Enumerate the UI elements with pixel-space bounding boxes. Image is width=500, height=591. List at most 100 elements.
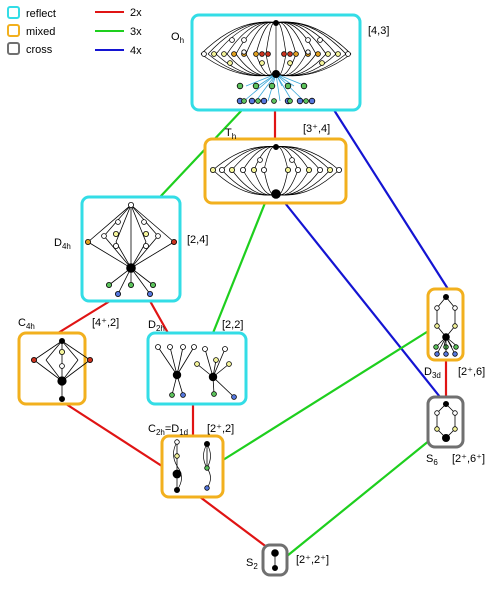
graph-node — [253, 51, 259, 57]
group-notation-S2: [2⁺,2⁺] — [296, 554, 329, 566]
edge-S6-S2 — [286, 439, 431, 557]
graph-node — [106, 281, 113, 288]
graph-node — [231, 394, 237, 400]
group-name-C2h: C2h=D1d — [148, 423, 188, 437]
graph-node — [434, 351, 440, 357]
graph-edge — [243, 73, 277, 102]
graph-node — [326, 166, 333, 173]
graph-node — [287, 60, 293, 66]
graph-node — [211, 51, 217, 57]
group-box-D2h — [146, 331, 248, 406]
graph-node — [325, 51, 331, 57]
group-notation-D3d: [2⁺,6] — [458, 366, 485, 378]
graph-node — [194, 361, 200, 367]
graph-arc — [275, 169, 340, 196]
graph-edge — [33, 359, 63, 382]
graph-edge — [176, 346, 195, 376]
graph-edge — [436, 336, 447, 355]
graph-node — [170, 238, 177, 245]
group-notation-D2h: [2,2] — [222, 319, 243, 331]
graph-node — [231, 51, 237, 57]
graph-node-top — [203, 440, 210, 447]
graph-node-center — [126, 263, 136, 273]
group-name-Th: Th — [225, 127, 236, 141]
graph-node — [287, 51, 293, 57]
graph-node-center — [441, 433, 450, 442]
graph-node — [259, 60, 265, 66]
graph-node-top — [272, 143, 279, 150]
graph-edge — [204, 348, 214, 378]
group-graphs — [30, 19, 459, 572]
graph-node — [452, 426, 458, 432]
graph-node — [59, 363, 65, 369]
graph-node — [222, 346, 228, 352]
graph-node — [345, 51, 351, 57]
graph-node — [250, 166, 257, 173]
graph-edge — [115, 204, 132, 243]
graph-node — [281, 51, 287, 57]
graph-node — [228, 166, 235, 173]
graph-node — [319, 60, 325, 66]
group-name-D4h: D4h — [54, 237, 71, 251]
graph-node-center — [271, 70, 280, 79]
group-notation-D4h: [2,4] — [187, 234, 208, 246]
graph-node — [268, 82, 276, 90]
edge-Oh-D3d — [333, 109, 449, 290]
group-notation-Th: [3⁺,4] — [303, 123, 330, 135]
graph-node-bottom — [271, 565, 278, 572]
graph-node — [236, 82, 244, 90]
group-name-D3d: D3d — [424, 366, 441, 380]
graph-edge — [33, 340, 63, 361]
graph-node — [293, 51, 299, 57]
legend-label-mixed: mixed — [26, 26, 55, 38]
graph-arc — [275, 146, 340, 171]
graph-node — [255, 98, 261, 104]
graph-node — [252, 82, 260, 90]
graph-node — [167, 344, 173, 350]
graph-node — [85, 238, 92, 245]
graph-node — [204, 485, 210, 491]
graph-node — [30, 356, 37, 363]
graph-node — [149, 281, 156, 288]
graph-edge — [275, 73, 281, 102]
graph-node — [113, 242, 120, 249]
graph-node — [260, 166, 267, 173]
graph-node — [115, 290, 122, 297]
graph-node — [452, 305, 458, 311]
graph-node — [308, 97, 316, 105]
graph-edge — [61, 340, 91, 361]
graph-edge — [275, 73, 307, 87]
graph-edge — [157, 346, 178, 376]
graph-node — [213, 357, 219, 363]
legend-label-2x: 2x — [130, 7, 142, 19]
graph-node — [284, 166, 291, 173]
graph-edge — [130, 204, 147, 243]
graph-node — [265, 51, 271, 57]
graph-arc — [275, 53, 352, 77]
graph-node — [174, 453, 180, 459]
graph-node — [433, 344, 439, 350]
graph-node-top — [272, 19, 279, 26]
group-name-D2h: D2h — [148, 319, 165, 333]
graph-node — [305, 166, 312, 173]
graph-node — [87, 356, 94, 363]
graph-node — [59, 348, 66, 355]
graph-node — [239, 166, 246, 173]
graph-edge — [169, 346, 178, 376]
legend-label-4x: 4x — [130, 45, 142, 57]
graph-node-top — [59, 337, 66, 344]
graph-node — [453, 344, 459, 350]
graph-node — [115, 219, 121, 225]
graph-node-bottom — [173, 486, 180, 493]
graph-node — [335, 51, 341, 57]
graph-edge — [130, 241, 175, 269]
graph-node — [241, 37, 247, 43]
graph-node — [305, 37, 311, 43]
legend-swatch-reflect — [7, 6, 20, 19]
graph-node — [316, 166, 323, 173]
graph-node — [248, 97, 256, 105]
graph-node — [113, 230, 120, 237]
graph-node — [271, 98, 277, 104]
